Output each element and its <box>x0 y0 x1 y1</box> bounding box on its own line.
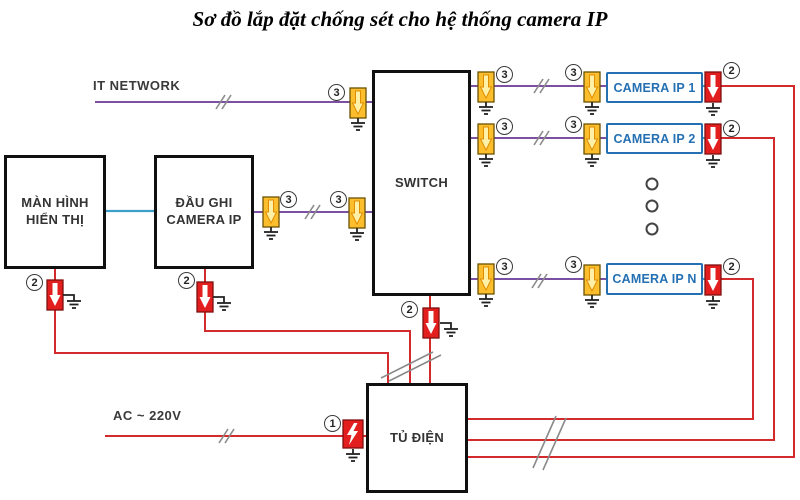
monitor-box: MÀN HÌNH HIỂN THỊ <box>4 155 106 269</box>
marker-2-switch: 2 <box>401 301 418 318</box>
camera-ip-1-label: CAMERA IP 1 <box>613 80 696 95</box>
ac-power-label: AC ~ 220V <box>113 408 182 423</box>
marker-3-cameraN-a: 3 <box>496 258 513 275</box>
monitor-label-line2: HIỂN THỊ <box>25 212 84 227</box>
marker-3-camera1-b: 3 <box>565 64 582 81</box>
camera-ip-2-label: CAMERA IP 2 <box>613 131 696 146</box>
marker-1-ac-arrester: 1 <box>324 415 341 432</box>
marker-3-camera1-a: 3 <box>496 66 513 83</box>
line-break-icons <box>215 78 567 471</box>
cabinet-label: TỦ ĐIỆN <box>389 429 445 445</box>
recorder-label-line2: CAMERA IP <box>166 212 242 227</box>
recorder-label-line1: ĐẦU GHI <box>175 195 233 211</box>
lightning-arrester-icon <box>342 419 364 449</box>
it-network-label: IT NETWORK <box>93 78 181 93</box>
marker-3-it-network: 3 <box>328 84 345 101</box>
marker-3-cameraN-b: 3 <box>565 256 582 273</box>
camera-ip-n-label: CAMERA IP N <box>612 272 697 286</box>
camera-ip-n-box: CAMERA IP N <box>606 263 703 295</box>
marker-2-camera2: 2 <box>723 120 740 137</box>
marker-2-cameraN: 2 <box>723 258 740 275</box>
marker-3-recorder-a: 3 <box>280 191 297 208</box>
camera-ip-1-box: CAMERA IP 1 <box>606 72 703 103</box>
marker-2-camera1: 2 <box>723 62 740 79</box>
marker-3-camera2-a: 3 <box>496 118 513 135</box>
monitor-label-line1: MÀN HÌNH <box>21 195 89 211</box>
recorder-box: ĐẦU GHI CAMERA IP <box>154 155 254 269</box>
marker-2-monitor: 2 <box>26 274 43 291</box>
cabinet-box: TỦ ĐIỆN <box>366 383 468 493</box>
marker-3-recorder-b: 3 <box>330 191 347 208</box>
marker-2-recorder: 2 <box>178 272 195 289</box>
marker-3-camera2-b: 3 <box>565 116 582 133</box>
diagram-title: Sơ đồ lắp đặt chống sét cho hệ thống cam… <box>192 7 608 31</box>
camera-ip-2-box: CAMERA IP 2 <box>606 123 703 154</box>
ellipsis-dots <box>645 177 659 236</box>
switch-label: SWITCH <box>394 174 449 190</box>
switch-box: SWITCH <box>372 70 471 296</box>
